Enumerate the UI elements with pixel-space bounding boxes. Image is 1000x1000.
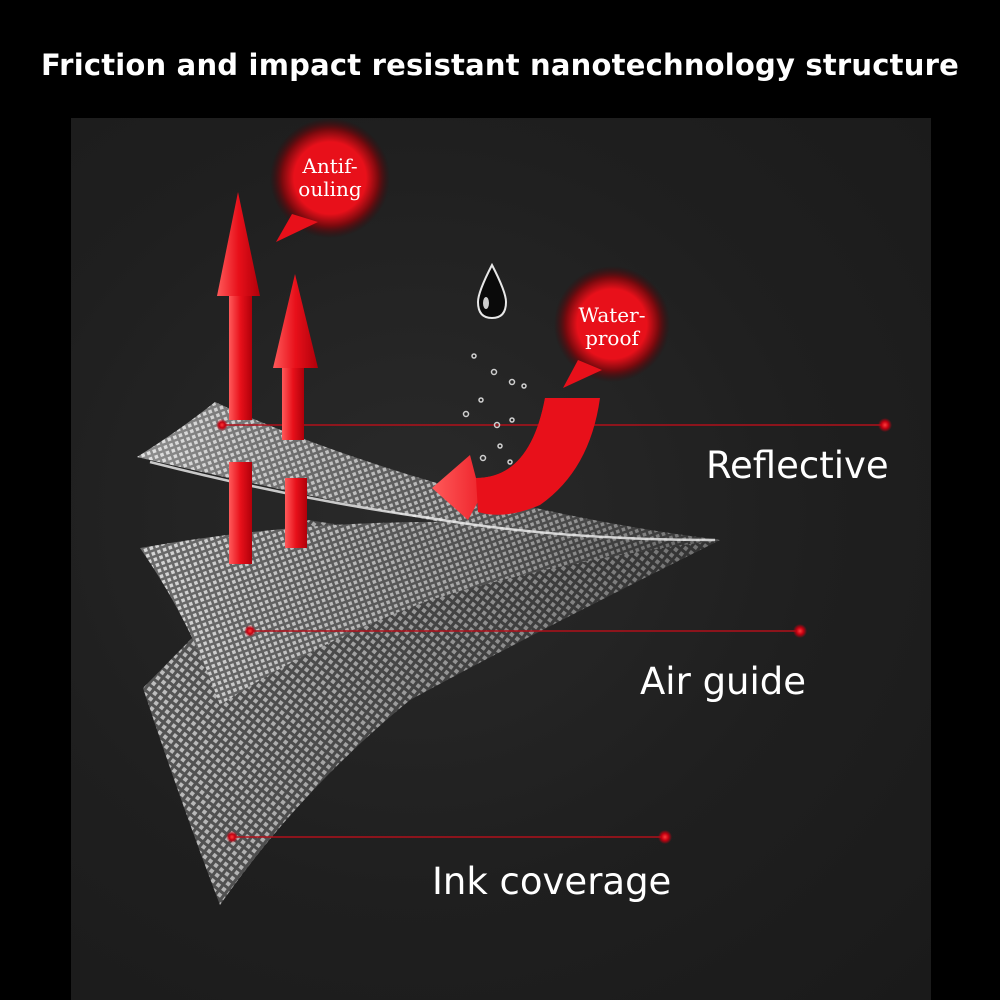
waterproof-line-2: proof xyxy=(585,326,639,350)
speech-bubble-icon xyxy=(270,118,670,388)
antifouling-line-2: ouling xyxy=(298,177,362,201)
air-guide-marker-start xyxy=(244,625,256,637)
antifouling-bubble-label: Antif- ouling xyxy=(284,155,376,201)
waterproof-line-1: Water- xyxy=(578,303,646,327)
air-guide-label: Air guide xyxy=(640,660,807,703)
page-title: Friction and impact resistant nanotechno… xyxy=(41,48,959,82)
reflective-marker-start xyxy=(216,419,228,431)
waterproof-bubble-label: Water- proof xyxy=(566,304,658,350)
air-guide-layer xyxy=(140,521,720,705)
reflective-label: Reflective xyxy=(706,444,889,487)
antifouling-bubble xyxy=(270,118,390,242)
ink-coverage-label: Ink coverage xyxy=(432,860,672,903)
waterproof-bubble xyxy=(554,266,670,388)
antifouling-line-1: Antif- xyxy=(302,154,358,178)
curved-arrow-icon xyxy=(432,398,600,520)
arrow-up-icon xyxy=(217,192,318,564)
ink-coverage-marker-start xyxy=(226,831,238,843)
splash-droplets xyxy=(462,353,527,465)
reflective-marker-end xyxy=(878,418,892,432)
leader-lines xyxy=(216,418,892,844)
air-guide-marker-end xyxy=(793,624,807,638)
ink-coverage-marker-end xyxy=(658,830,672,844)
water-drop-icon xyxy=(476,262,508,320)
